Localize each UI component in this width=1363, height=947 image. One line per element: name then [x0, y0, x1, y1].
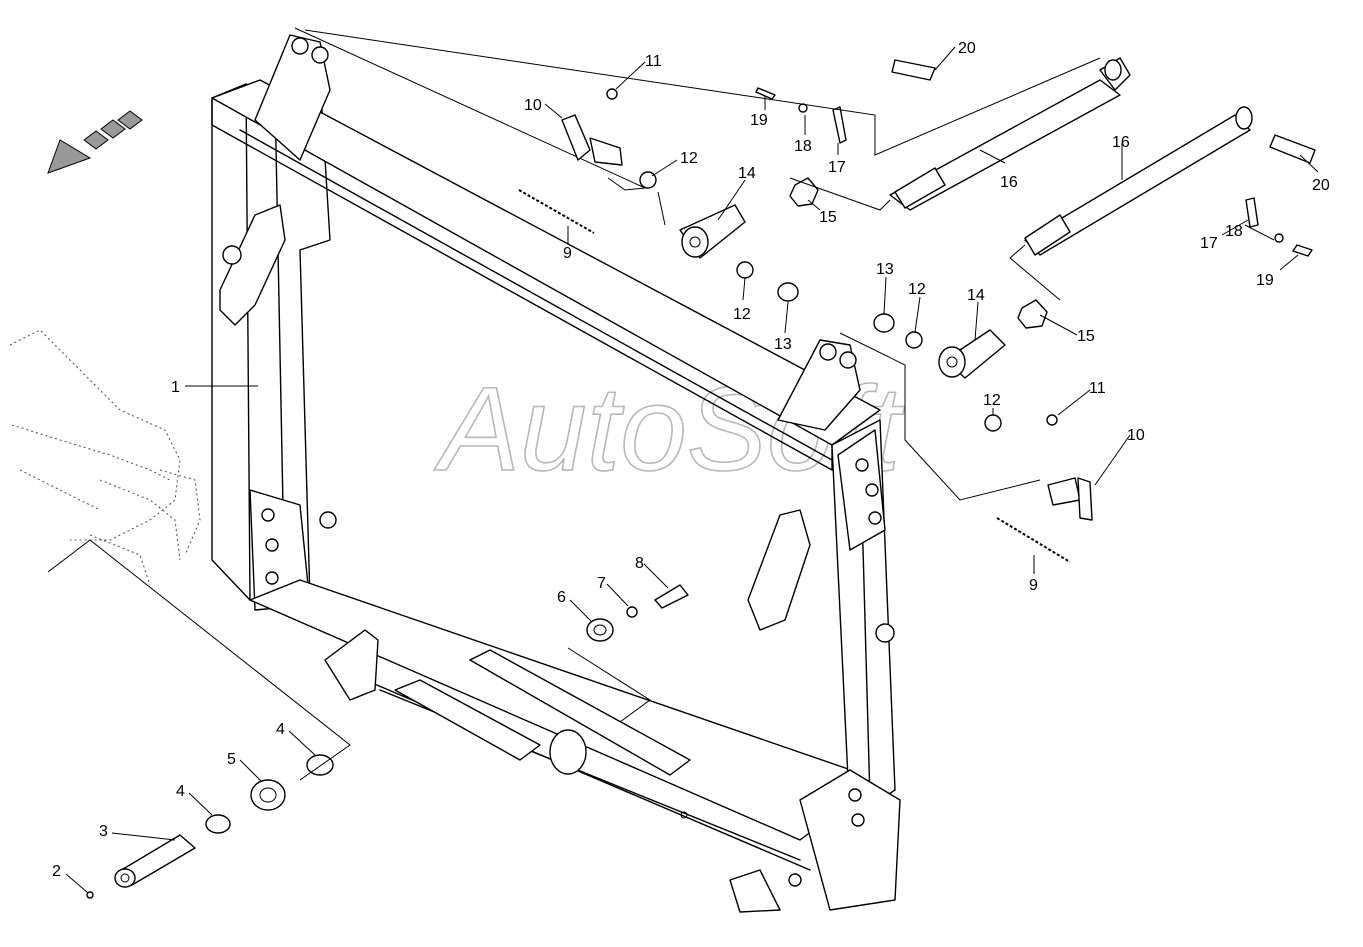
- callout-12-a: 12: [680, 150, 698, 167]
- callout-1: 1: [171, 379, 180, 396]
- lower-arm-assembly: [839, 106, 1316, 563]
- callout-16-upper: 16: [1000, 174, 1018, 191]
- callout-10-right: 10: [1127, 427, 1145, 444]
- callout-20-upper: 20: [958, 40, 976, 57]
- callout-7: 7: [597, 575, 606, 592]
- callout-19-upper: 19: [750, 112, 768, 129]
- callout-11-left: 11: [645, 53, 662, 70]
- callout-10-left: 10: [524, 97, 542, 114]
- callout-14-left: 14: [738, 165, 756, 182]
- callout-8: 8: [635, 555, 644, 572]
- callout-17-upper: 17: [828, 159, 846, 176]
- callout-4-upper: 4: [276, 721, 285, 738]
- callout-18-lower: 18: [1225, 223, 1243, 240]
- callout-16-lower: 16: [1112, 134, 1130, 151]
- callout-15-left: 15: [819, 209, 837, 226]
- callout-15-right: 15: [1077, 328, 1095, 345]
- callout-12-b: 12: [733, 306, 751, 323]
- callout-labels: 1 2 3 4 4 5 6 7 8 9 9 10 10 11 11 12 12 …: [52, 40, 1330, 880]
- callout-3: 3: [99, 823, 108, 840]
- callout-13-right: 13: [876, 261, 894, 278]
- callout-12-c: 12: [908, 281, 926, 298]
- pivot-pin-assembly: [47, 539, 351, 899]
- callout-11-right: 11: [1089, 380, 1106, 397]
- upper-arm-assembly: [304, 29, 1131, 211]
- callout-12-d: 12: [983, 392, 1001, 409]
- callout-14-right: 14: [967, 287, 985, 304]
- leader-lines: [65, 46, 1319, 894]
- callout-19-lower: 19: [1256, 272, 1274, 289]
- callout-20-lower: 20: [1312, 177, 1330, 194]
- tractor-outline: [9, 329, 201, 586]
- callout-13-left: 13: [774, 336, 792, 353]
- callout-18-upper: 18: [794, 138, 812, 155]
- callout-9-left: 9: [563, 245, 572, 262]
- callout-5: 5: [227, 751, 236, 768]
- callout-17-lower: 17: [1200, 235, 1218, 252]
- callout-9-right: 9: [1029, 577, 1038, 594]
- callout-6: 6: [557, 589, 566, 606]
- callout-2: 2: [52, 863, 61, 880]
- quick-hitch-frame: [211, 34, 901, 913]
- direction-arrow-icon: [47, 110, 143, 174]
- callout-4-lower: 4: [176, 783, 185, 800]
- bolt-washer-set: [567, 584, 689, 723]
